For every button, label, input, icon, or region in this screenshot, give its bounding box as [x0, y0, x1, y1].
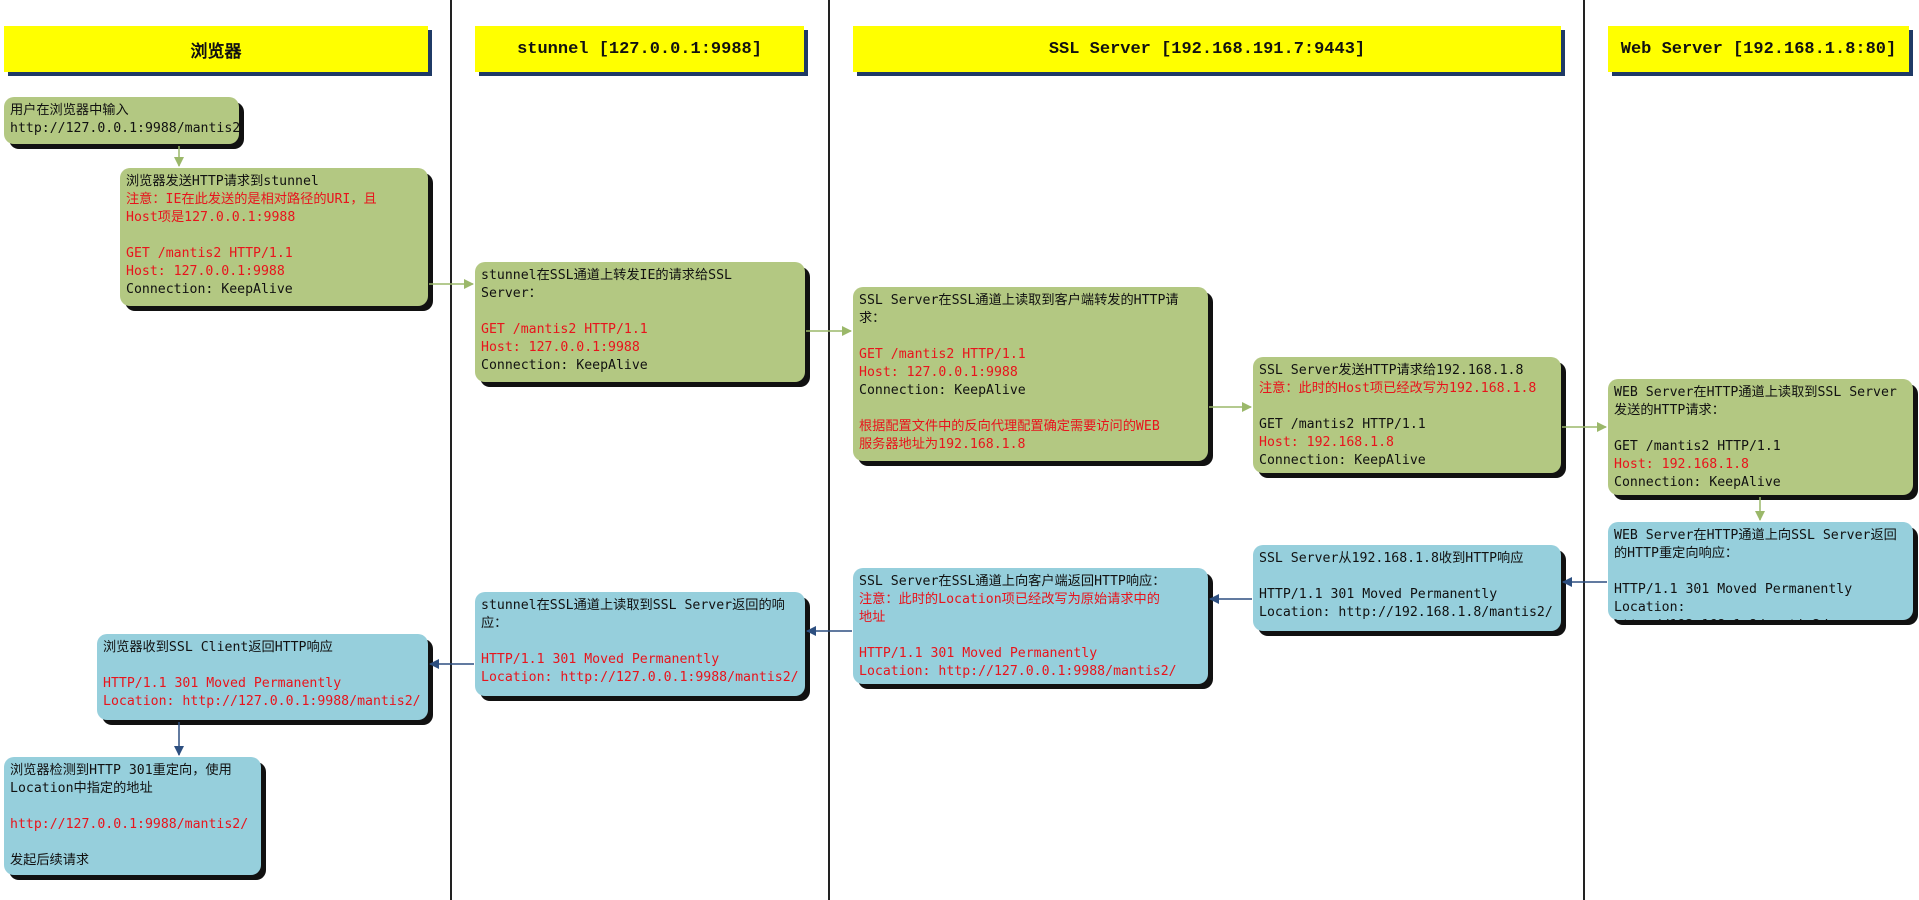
node-browser-receive-response: 浏览器收到SSL Client返回HTTP响应 HTTP/1.1 301 Move… — [97, 634, 428, 720]
lane-divider — [1583, 0, 1585, 900]
node-web-server-read-request: WEB Server在HTTP通道上读取到SSL Server 发送的HTTP请求… — [1608, 379, 1913, 495]
node-text-line: SSL Server在SSL通道上向客户端返回HTTP响应： — [859, 574, 1166, 589]
node-stunnel-read-response: stunnel在SSL通道上读取到SSL Server返回的响应： HTTP/1.… — [475, 592, 805, 696]
node-text-line: http://127.0.0.1:9988/mantis2/ — [10, 817, 249, 832]
node-text-line: HTTP/1.1 301 Moved Permanently — [103, 676, 342, 691]
node-text-line: Connection: KeepAlive — [1614, 475, 1781, 490]
node-text-line: 发起后续请求 — [10, 853, 90, 868]
node-text-line: Location: http://127.0.0.1:9988/mantis2/ — [481, 670, 799, 685]
node-text-line: 用户在浏览器中输入 — [10, 103, 129, 118]
node-text-line: Host: 192.168.1.8 — [1614, 457, 1749, 472]
node-text-line: HTTP/1.1 301 Moved Permanently — [1259, 587, 1498, 602]
node-browser-send-request: 浏览器发送HTTP请求到stunnel 注意：IE在此发送的是相对路径的URI，且… — [120, 168, 428, 306]
node-text-line: Host: 192.168.1.8 — [1259, 435, 1394, 450]
node-web-server-redirect: WEB Server在HTTP通道上向SSL Server返回的HTTP重定向响… — [1608, 522, 1913, 620]
node-ssl-server-return-response: SSL Server在SSL通道上向客户端返回HTTP响应： 注意：此时的Loca… — [853, 568, 1208, 684]
node-text-line: Location: http://192.168.1.8/mantis2/ — [1614, 600, 1828, 620]
node-text-line: WEB Server在HTTP通道上读取到SSL Server — [1614, 385, 1897, 400]
node-text-line: GET /mantis2 HTTP/1.1 — [1259, 417, 1426, 432]
node-ssl-server-read-request: SSL Server在SSL通道上读取到客户端转发的HTTP请求： GET /ma… — [853, 287, 1208, 461]
node-text-line: Host: 127.0.0.1:9988 — [126, 264, 285, 279]
node-text-line: Connection: KeepAlive — [481, 358, 648, 373]
lane-header-browser: 浏览器 — [4, 26, 428, 72]
node-text-line: http://127.0.0.1:9988/mantis2 — [10, 121, 239, 136]
node-text-line: Host项是127.0.0.1:9988 — [126, 210, 296, 225]
node-text-line: Connection: KeepAlive — [126, 282, 293, 297]
node-text-line: GET /mantis2 HTTP/1.1 — [859, 347, 1026, 362]
node-text-line: 根据配置文件中的反向代理配置确定需要访问的WEB — [859, 419, 1160, 434]
node-text-line: 应： — [481, 616, 508, 631]
node-text-line: SSL Server从192.168.1.8收到HTTP响应 — [1259, 551, 1524, 566]
node-text-line: Server： — [481, 286, 542, 301]
node-ssl-server-receive-response: SSL Server从192.168.1.8收到HTTP响应 HTTP/1.1 3… — [1253, 545, 1561, 631]
node-text-line: WEB Server在HTTP通道上向SSL Server返回 — [1614, 528, 1897, 543]
node-text-line: GET /mantis2 HTTP/1.1 — [481, 322, 648, 337]
node-text-line: 服务器地址为192.168.1.8 — [859, 437, 1026, 452]
node-text-line: Host: 127.0.0.1:9988 — [859, 365, 1018, 380]
node-text-line: 注意：IE在此发送的是相对路径的URI，且 — [126, 192, 377, 207]
node-text-line: Location: http://127.0.0.1:9988/mantis2/ — [859, 664, 1177, 679]
node-text-line: 的HTTP重定向响应： — [1614, 546, 1739, 561]
node-ssl-server-send-request: SSL Server发送HTTP请求给192.168.1.8 注意：此时的Host… — [1253, 357, 1561, 473]
node-text-line: Location: http://127.0.0.1:9988/mantis2/ — [103, 694, 421, 709]
node-text-line: Connection: KeepAlive — [1259, 453, 1426, 468]
node-text-line: 求： — [859, 311, 886, 326]
node-text-line: 地址 — [859, 610, 886, 625]
node-user-input: 用户在浏览器中输入 http://127.0.0.1:9988/mantis2 — [4, 97, 239, 144]
node-text-line: Location中指定的地址 — [10, 781, 153, 796]
node-text-line: Connection: KeepAlive — [859, 383, 1026, 398]
node-text-line: HTTP/1.1 301 Moved Permanently — [481, 652, 720, 667]
lane-header-ssl-server: SSL Server [192.168.191.7:9443] — [853, 26, 1561, 72]
node-text-line: 浏览器检测到HTTP 301重定向，使用 — [10, 763, 232, 778]
lane-header-stunnel: stunnel [127.0.0.1:9988] — [475, 26, 804, 72]
node-browser-follow-redirect: 浏览器检测到HTTP 301重定向，使用 Location中指定的地址 http:/… — [4, 757, 261, 875]
node-text-line: Host: 127.0.0.1:9988 — [481, 340, 640, 355]
node-text-line: 浏览器发送HTTP请求到stunnel — [126, 174, 319, 189]
node-text-line: 注意：此时的Location项已经改写为原始请求中的 — [859, 592, 1160, 607]
node-text-line: stunnel在SSL通道上读取到SSL Server返回的响 — [481, 598, 785, 613]
lane-divider — [828, 0, 830, 900]
node-text-line: HTTP/1.1 301 Moved Permanently — [859, 646, 1098, 661]
node-text-line: stunnel在SSL通道上转发IE的请求给SSL — [481, 268, 732, 283]
node-text-line: 发送的HTTP请求： — [1614, 403, 1725, 418]
node-text-line: Location: http://192.168.1.8/mantis2/ — [1259, 605, 1553, 620]
node-text-line: GET /mantis2 HTTP/1.1 — [126, 246, 293, 261]
node-text-line: HTTP/1.1 301 Moved Permanently — [1614, 582, 1853, 597]
lane-divider — [450, 0, 452, 900]
node-text-line: GET /mantis2 HTTP/1.1 — [1614, 439, 1781, 454]
node-text-line: SSL Server在SSL通道上读取到客户端转发的HTTP请 — [859, 293, 1179, 308]
node-text-line: 注意：此时的Host项已经改写为192.168.1.8 — [1259, 381, 1537, 396]
node-text-line: SSL Server发送HTTP请求给192.168.1.8 — [1259, 363, 1524, 378]
lane-header-web-server: Web Server [192.168.1.8:80] — [1608, 26, 1909, 72]
node-text-line: 浏览器收到SSL Client返回HTTP响应 — [103, 640, 333, 655]
node-stunnel-forward-request: stunnel在SSL通道上转发IE的请求给SSL Server： GET /man… — [475, 262, 805, 382]
